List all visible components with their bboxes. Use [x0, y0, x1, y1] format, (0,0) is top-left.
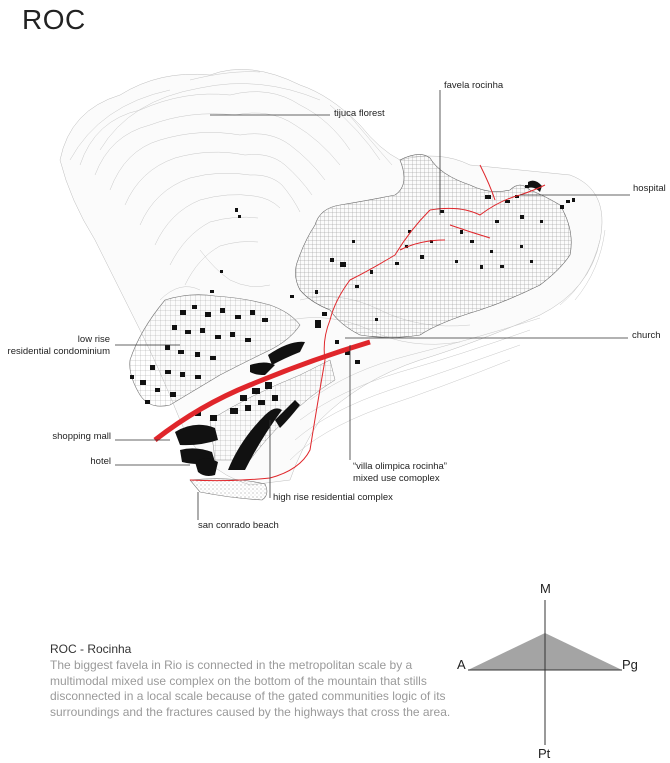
label-low-rise-line1: low rise: [77, 334, 110, 345]
hospital-building: [528, 180, 575, 209]
orientation-diagram: [468, 600, 622, 745]
diagram-label-left: A: [457, 657, 466, 672]
label-villa-olimpica: “villa olimpica rocinha”: [353, 461, 447, 472]
page-title: ROC: [22, 4, 86, 35]
diagram-label-top: M: [540, 581, 551, 596]
condominium-area: [129, 294, 301, 407]
label-low-rise: low rise: [10, 334, 110, 346]
label-tijuca-forest: tijuca florest: [334, 108, 385, 119]
diagram-label-right: Pg: [622, 657, 638, 672]
leader-lines: [115, 90, 630, 520]
label-beach: san conrado beach: [198, 520, 279, 531]
mall-hotel-buildings: [175, 410, 218, 476]
label-church: church: [632, 330, 661, 341]
label-favela-rocinha: favela rocinha: [444, 80, 504, 91]
mixed-use-complex: [250, 320, 360, 375]
label-shopping-mall: shopping mall: [52, 431, 111, 442]
diagram-label-bottom: Pt: [538, 746, 551, 761]
scattered-buildings: [210, 208, 327, 316]
roads: [153, 164, 546, 482]
label-hospital: hospital: [633, 183, 666, 194]
label-condominium: residential condominium: [7, 346, 110, 357]
label-high-rise: high rise residential complex: [273, 492, 393, 503]
condominium-buildings: [130, 305, 268, 404]
favela-buildings: [330, 185, 543, 321]
favela-rocinha-area: [295, 154, 572, 338]
high-rise-buildings: [228, 382, 300, 470]
beach-area: [189, 478, 268, 501]
label-hotel: hotel: [90, 456, 111, 467]
label-mixed-use: mixed use comoplex: [353, 473, 440, 484]
description-heading: ROC - Rocinha: [50, 642, 132, 656]
description-body: The biggest favela in Rio is connected i…: [50, 658, 451, 719]
